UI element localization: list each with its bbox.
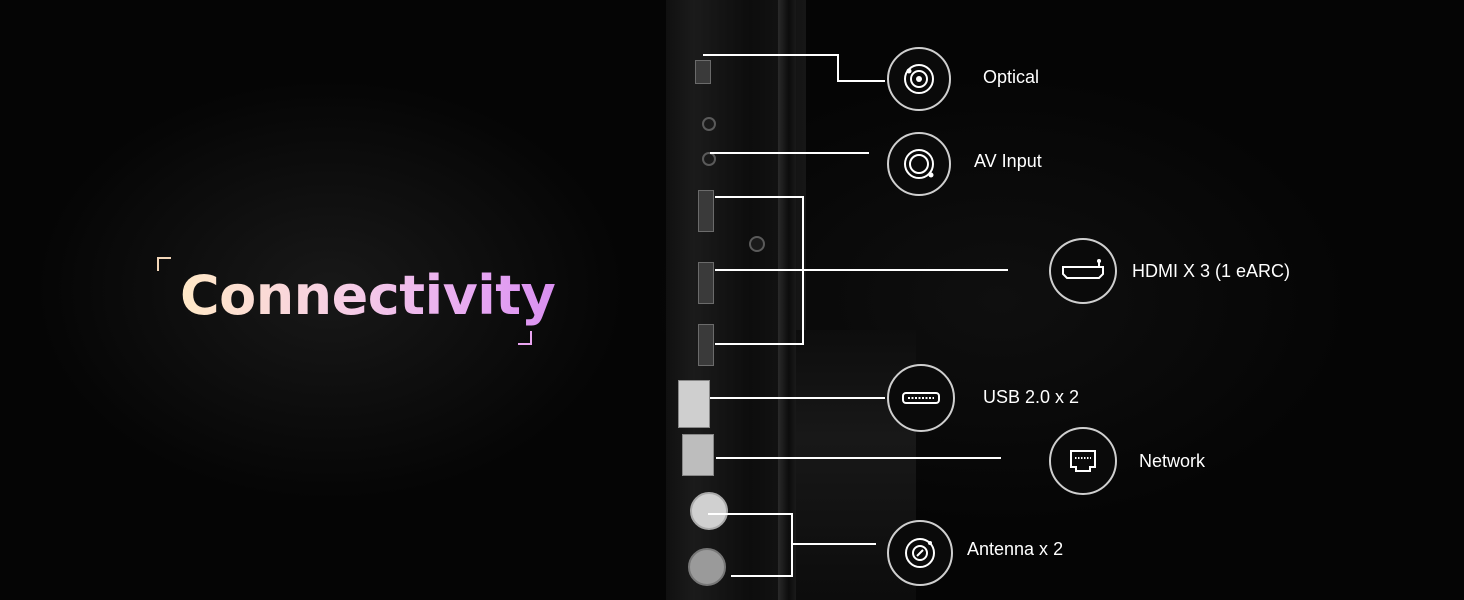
hdmi-label: HDMI X 3 (1 eARC) bbox=[1132, 261, 1291, 281]
usb-icon bbox=[902, 392, 940, 404]
av-input-badge bbox=[887, 132, 951, 196]
corner-bracket-top-left bbox=[157, 257, 171, 271]
usb-badge bbox=[887, 364, 955, 432]
network-icon bbox=[1070, 450, 1096, 472]
av-input-jack bbox=[702, 152, 716, 166]
optical-badge bbox=[887, 47, 951, 111]
tv-edge bbox=[778, 0, 796, 600]
hdmi-port-1 bbox=[698, 190, 714, 232]
line-antenna-bracket bbox=[708, 513, 793, 577]
hdmi-port-2 bbox=[698, 262, 714, 304]
screw bbox=[749, 236, 765, 252]
antenna-badge bbox=[887, 520, 953, 586]
network-badge bbox=[1049, 427, 1117, 495]
hdmi-port-3 bbox=[698, 324, 714, 366]
usb-label: USB 2.0 x 2 bbox=[983, 387, 1080, 407]
antenna-label: Antenna x 2 bbox=[967, 539, 1064, 559]
antenna-icon bbox=[905, 538, 935, 568]
hdmi-badge bbox=[1049, 238, 1117, 304]
corner-bracket-bottom-right bbox=[518, 331, 532, 345]
ethernet-port bbox=[682, 434, 714, 476]
headphone-jack bbox=[702, 117, 716, 131]
antenna-port-1 bbox=[690, 492, 728, 530]
usb-ports bbox=[678, 380, 710, 428]
av-input-icon bbox=[904, 149, 934, 179]
network-label: Network bbox=[1139, 451, 1206, 471]
optical-label: Optical bbox=[983, 67, 1040, 87]
line-optical bbox=[703, 54, 885, 82]
optical-icon bbox=[904, 64, 934, 94]
antenna-port-2 bbox=[688, 548, 726, 586]
av-input-label: AV Input bbox=[974, 151, 1042, 171]
hdmi-icon bbox=[1062, 259, 1104, 279]
optical-port bbox=[695, 60, 711, 84]
page-title: Connectivity bbox=[180, 264, 556, 327]
